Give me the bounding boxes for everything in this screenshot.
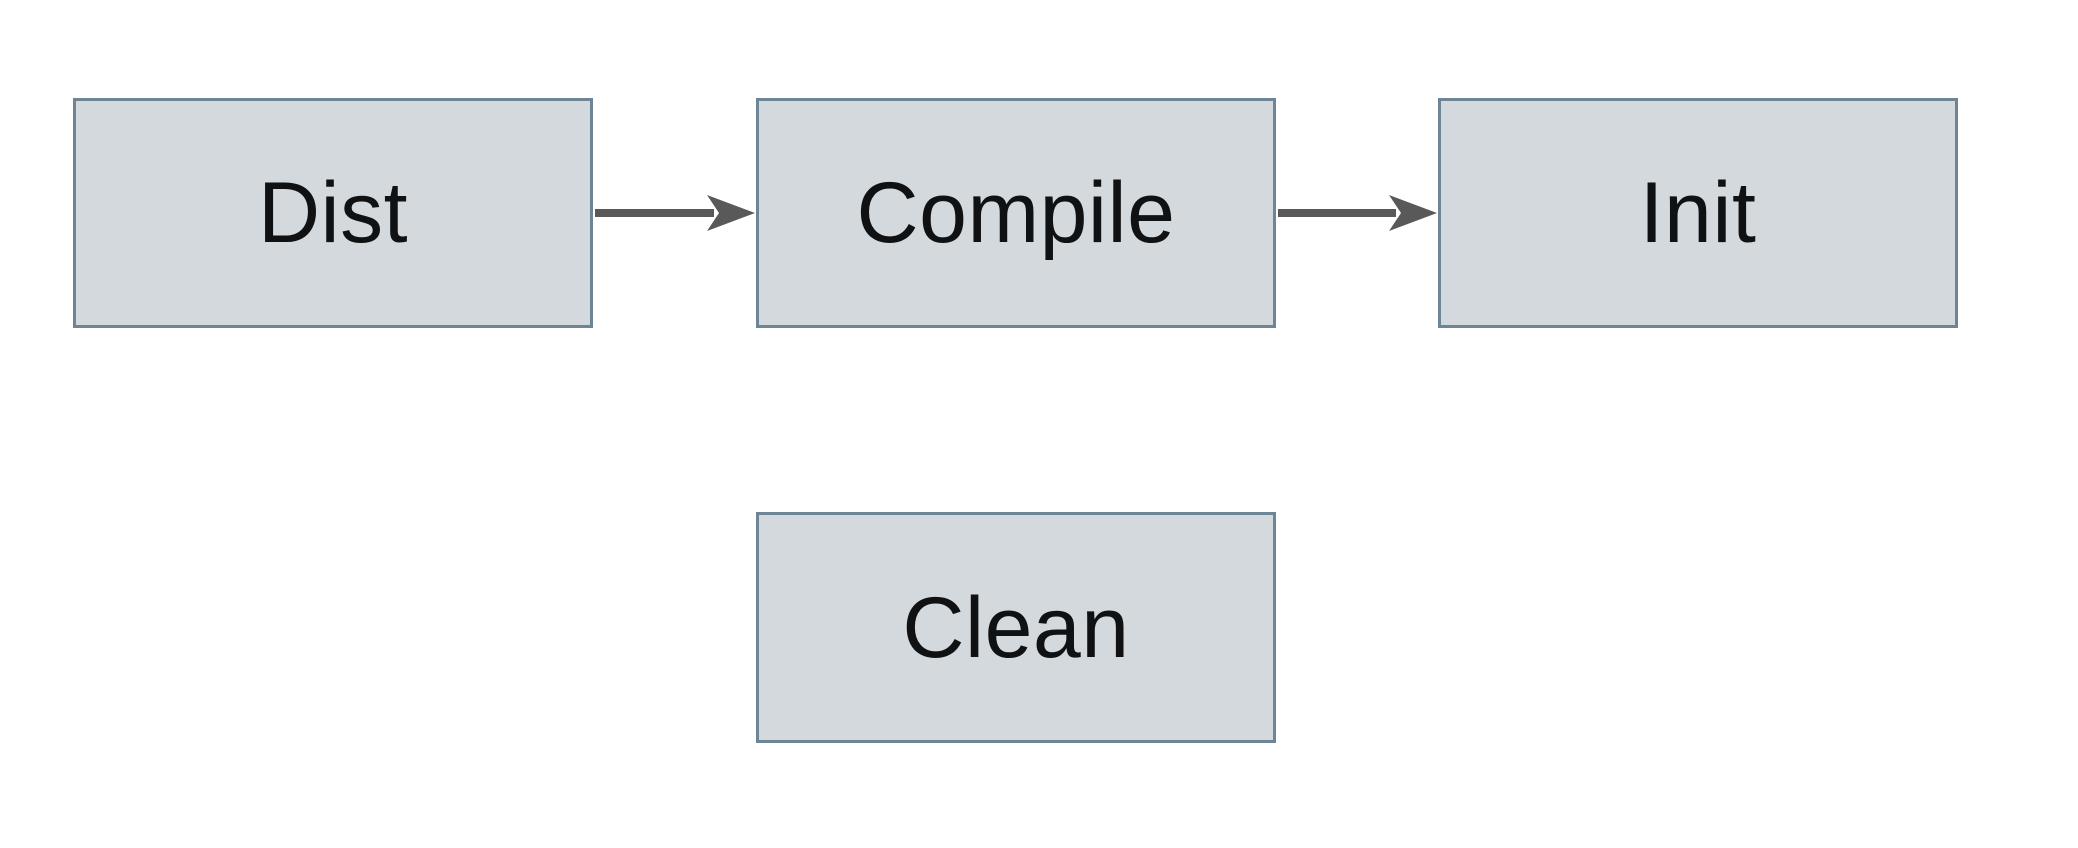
arrow-dist-to-compile[interactable] xyxy=(595,195,755,231)
node-dist-label: Dist xyxy=(257,165,409,261)
node-clean-label: Clean xyxy=(902,579,1130,676)
node-dist[interactable]: Dist xyxy=(73,98,593,328)
node-init[interactable]: Init xyxy=(1438,98,1958,328)
node-clean[interactable]: Clean xyxy=(756,512,1276,743)
node-init-label: Init xyxy=(1639,165,1757,261)
node-compile[interactable]: Compile xyxy=(756,98,1276,328)
node-compile-label: Compile xyxy=(856,165,1176,261)
arrow-compile-to-init[interactable] xyxy=(1278,195,1437,231)
